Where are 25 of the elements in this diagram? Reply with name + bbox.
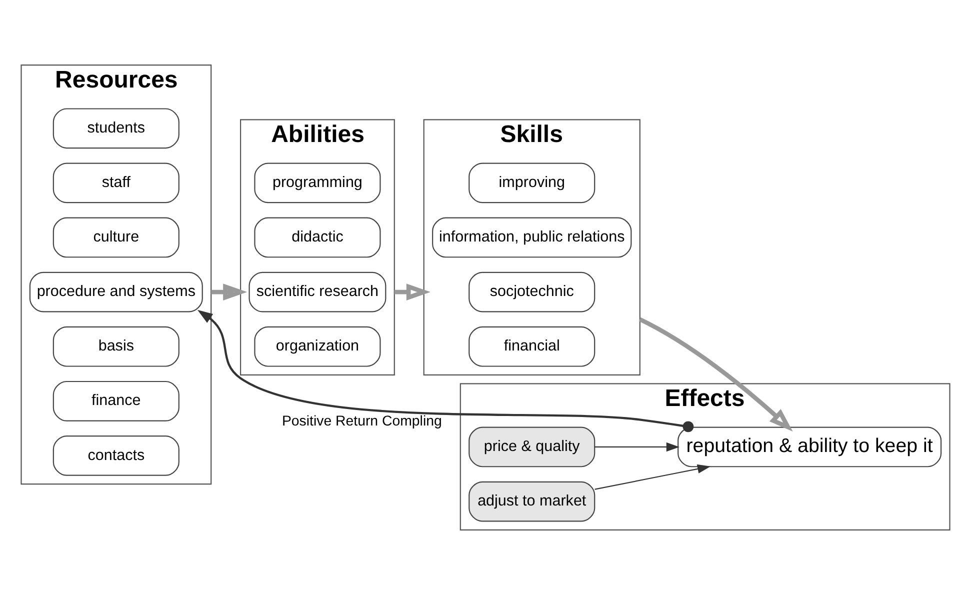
node-box: programming bbox=[254, 162, 381, 203]
node-box: adjust to market bbox=[468, 480, 596, 522]
node-box: basis bbox=[52, 326, 180, 366]
node-box: culture bbox=[52, 216, 180, 258]
node-box: organization bbox=[254, 326, 381, 366]
node-box: staff bbox=[52, 162, 180, 203]
node-box: price & quality bbox=[468, 426, 596, 467]
node-box: improving bbox=[468, 162, 596, 203]
node-box: financial bbox=[468, 326, 596, 366]
arrow bbox=[594, 464, 711, 490]
node-box: information, public relations bbox=[432, 216, 632, 258]
arrow bbox=[211, 283, 248, 300]
node-box: students bbox=[52, 108, 180, 148]
node-box: didactic bbox=[254, 216, 381, 258]
node-box: reputation & ability to keep it bbox=[678, 426, 942, 467]
arrow bbox=[197, 309, 694, 432]
arrow bbox=[638, 316, 793, 431]
node-box: contacts bbox=[52, 435, 180, 476]
edge-label: Positive Return Compling bbox=[282, 412, 442, 429]
node-box: scientific research bbox=[248, 271, 386, 312]
arrow bbox=[594, 442, 680, 452]
node-box: procedure and systems bbox=[29, 271, 203, 312]
arrow bbox=[394, 283, 430, 300]
node-box: finance bbox=[52, 380, 180, 421]
node-box: socjotechnic bbox=[468, 271, 596, 312]
